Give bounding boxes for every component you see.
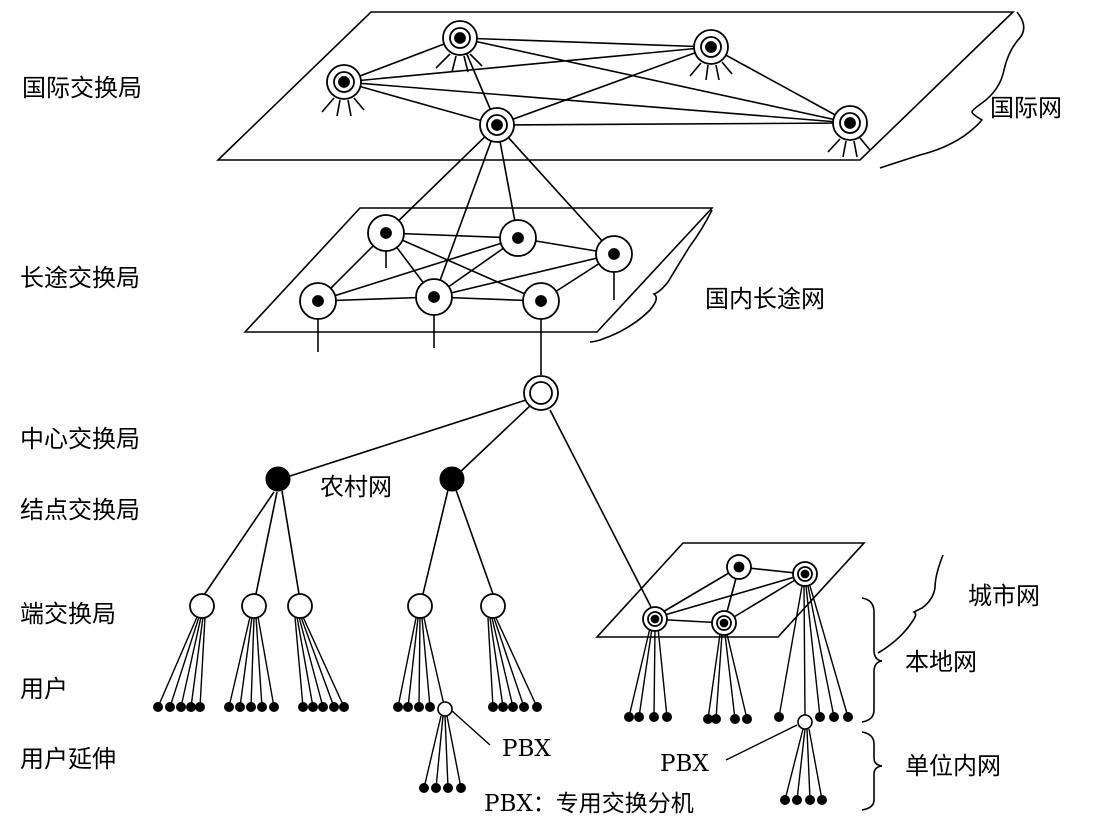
label-pbx-legend: PBX：专用交换分机: [484, 791, 694, 817]
international-switch: [693, 29, 729, 65]
label-pbx-right: PBX: [660, 751, 709, 777]
city-plane: [595, 542, 866, 638]
label-end-exchange: 端交换局: [20, 600, 116, 628]
label-rural-network: 农村网: [320, 473, 392, 501]
city-switches: [642, 554, 818, 636]
long-distance-switch: [499, 219, 537, 257]
node-switch: [265, 466, 291, 492]
long-distance-switch: [522, 282, 560, 320]
city-switch: [711, 610, 737, 636]
international-switch: [326, 64, 362, 100]
label-international-network: 国际网: [990, 94, 1062, 122]
label-international-exchange: 国际交换局: [22, 74, 142, 102]
end-office: [189, 593, 215, 619]
node-switches: [265, 466, 465, 492]
long-distance-network-brace: [589, 209, 713, 343]
pbx-nodes: [437, 701, 813, 730]
international-switch: [442, 20, 478, 56]
international-network-brace: [879, 11, 1025, 169]
long-distance-switch: [299, 282, 337, 320]
long-distance-switches: [299, 214, 633, 320]
central-switch: [523, 375, 559, 411]
end-office: [480, 593, 506, 619]
end-offices: [189, 593, 506, 619]
local-network-brace: [861, 597, 883, 723]
label-long-distance-exchange: 长途交换局: [20, 264, 140, 292]
international-plane: [216, 11, 1015, 161]
label-city-network: 城市网: [968, 582, 1040, 610]
international-switch: [832, 105, 868, 141]
city-switch: [726, 554, 752, 580]
unit-network-brace: [861, 731, 883, 811]
international-switches: [326, 20, 868, 143]
user-terminals: [153, 702, 853, 805]
node-switch: [439, 466, 465, 492]
label-domestic-long-distance-network: 国内长途网: [705, 285, 825, 313]
city-switch: [642, 606, 668, 632]
international-switch: [479, 107, 515, 143]
city-network-brace: [877, 554, 944, 654]
label-node-exchange: 结点交换局: [20, 496, 140, 524]
user-fans: [157, 585, 849, 801]
long-distance-plane: [243, 207, 714, 333]
pbx-node-right: [797, 714, 813, 730]
label-user: 用户: [20, 675, 68, 703]
label-central-exchange: 中心交换局: [20, 425, 140, 453]
pbx-node-left: [437, 701, 453, 717]
label-pbx-left: PBX: [502, 736, 551, 762]
end-office: [287, 593, 313, 619]
long-distance-switch: [415, 278, 453, 316]
end-office: [241, 593, 267, 619]
label-user-extension: 用户延伸: [20, 745, 116, 773]
city-switch: [792, 561, 818, 587]
long-distance-switch: [595, 235, 633, 273]
end-office: [407, 593, 433, 619]
label-local-network: 本地网: [905, 648, 977, 676]
label-unit-internal-network: 单位内网: [905, 752, 1001, 780]
long-distance-switch: [367, 214, 405, 252]
